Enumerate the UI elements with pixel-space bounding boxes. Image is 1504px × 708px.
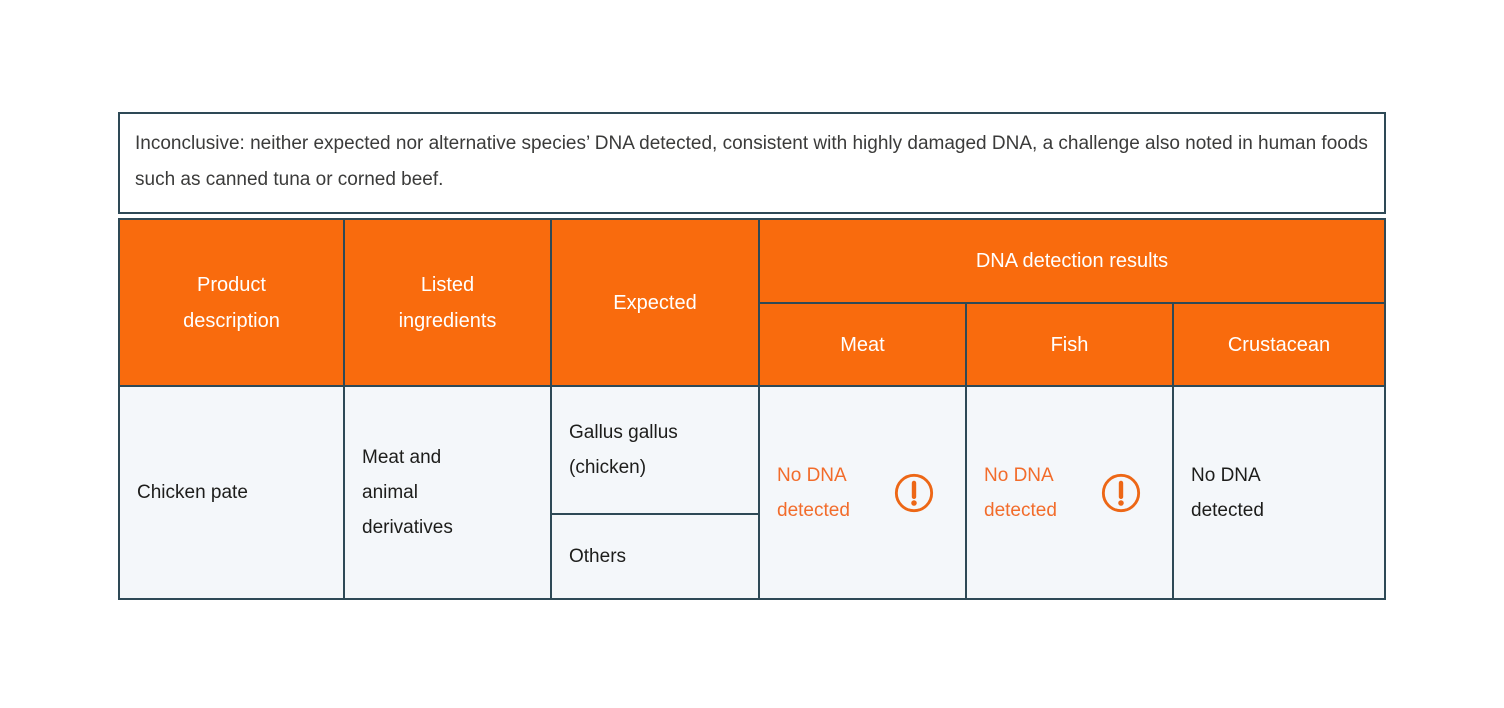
column-group-header-dna-detection-results: DNA detection results xyxy=(760,220,1384,302)
listed-ingredients-value: Meat and animal derivatives xyxy=(362,447,453,538)
inconclusive-note-text: Inconclusive: neither expected nor alter… xyxy=(135,133,1368,190)
column-header-crustacean: Crustacean xyxy=(1174,304,1384,385)
column-group-header-dna-detection-results-label: DNA detection results xyxy=(975,250,1169,272)
column-header-meat-label: Meat xyxy=(840,333,885,356)
product-description-value: Chicken pate xyxy=(137,482,248,503)
inconclusive-note: Inconclusive: neither expected nor alter… xyxy=(118,112,1386,214)
cell-meat-result: No DNA detected xyxy=(760,387,965,598)
cell-expected-secondary: Others xyxy=(552,515,758,598)
meat-result: No DNA detected xyxy=(777,458,935,528)
meat-result-value: No DNA detected xyxy=(777,464,850,521)
fish-result: No DNA detected xyxy=(984,458,1142,528)
dna-detection-figure: Inconclusive: neither expected nor alter… xyxy=(118,112,1386,600)
column-header-product-description-label: Product description xyxy=(183,273,280,332)
column-header-fish: Fish xyxy=(967,304,1172,385)
column-header-product-description: Product description xyxy=(120,220,343,385)
column-header-expected: Expected xyxy=(552,220,758,385)
cell-listed-ingredients: Meat and animal derivatives xyxy=(345,387,550,598)
column-header-fish-label: Fish xyxy=(1050,333,1089,356)
fish-result-value: No DNA detected xyxy=(984,464,1057,521)
cell-crustacean-result: No DNA detected xyxy=(1174,387,1384,598)
column-header-listed-ingredients: Listed ingredients xyxy=(345,220,550,385)
dna-detection-table: Product description Listed ingredients E… xyxy=(118,218,1386,600)
column-header-listed-ingredients-label: Listed ingredients xyxy=(398,273,497,332)
column-header-crustacean-label: Crustacean xyxy=(1227,333,1331,356)
cell-product-description: Chicken pate xyxy=(120,387,343,598)
cell-fish-result: No DNA detected xyxy=(967,387,1172,598)
crustacean-result-value: No DNA detected xyxy=(1191,464,1264,521)
exclamation-circle-icon xyxy=(894,473,934,512)
expected-secondary-value: Others xyxy=(569,546,627,567)
cell-expected-primary: Gallus gallus (chicken) xyxy=(552,387,758,513)
exclamation-circle-icon xyxy=(1101,473,1141,512)
column-header-expected-label: Expected xyxy=(613,291,697,314)
expected-primary-value: Gallus gallus (chicken) xyxy=(569,422,678,478)
column-header-meat: Meat xyxy=(760,304,965,385)
